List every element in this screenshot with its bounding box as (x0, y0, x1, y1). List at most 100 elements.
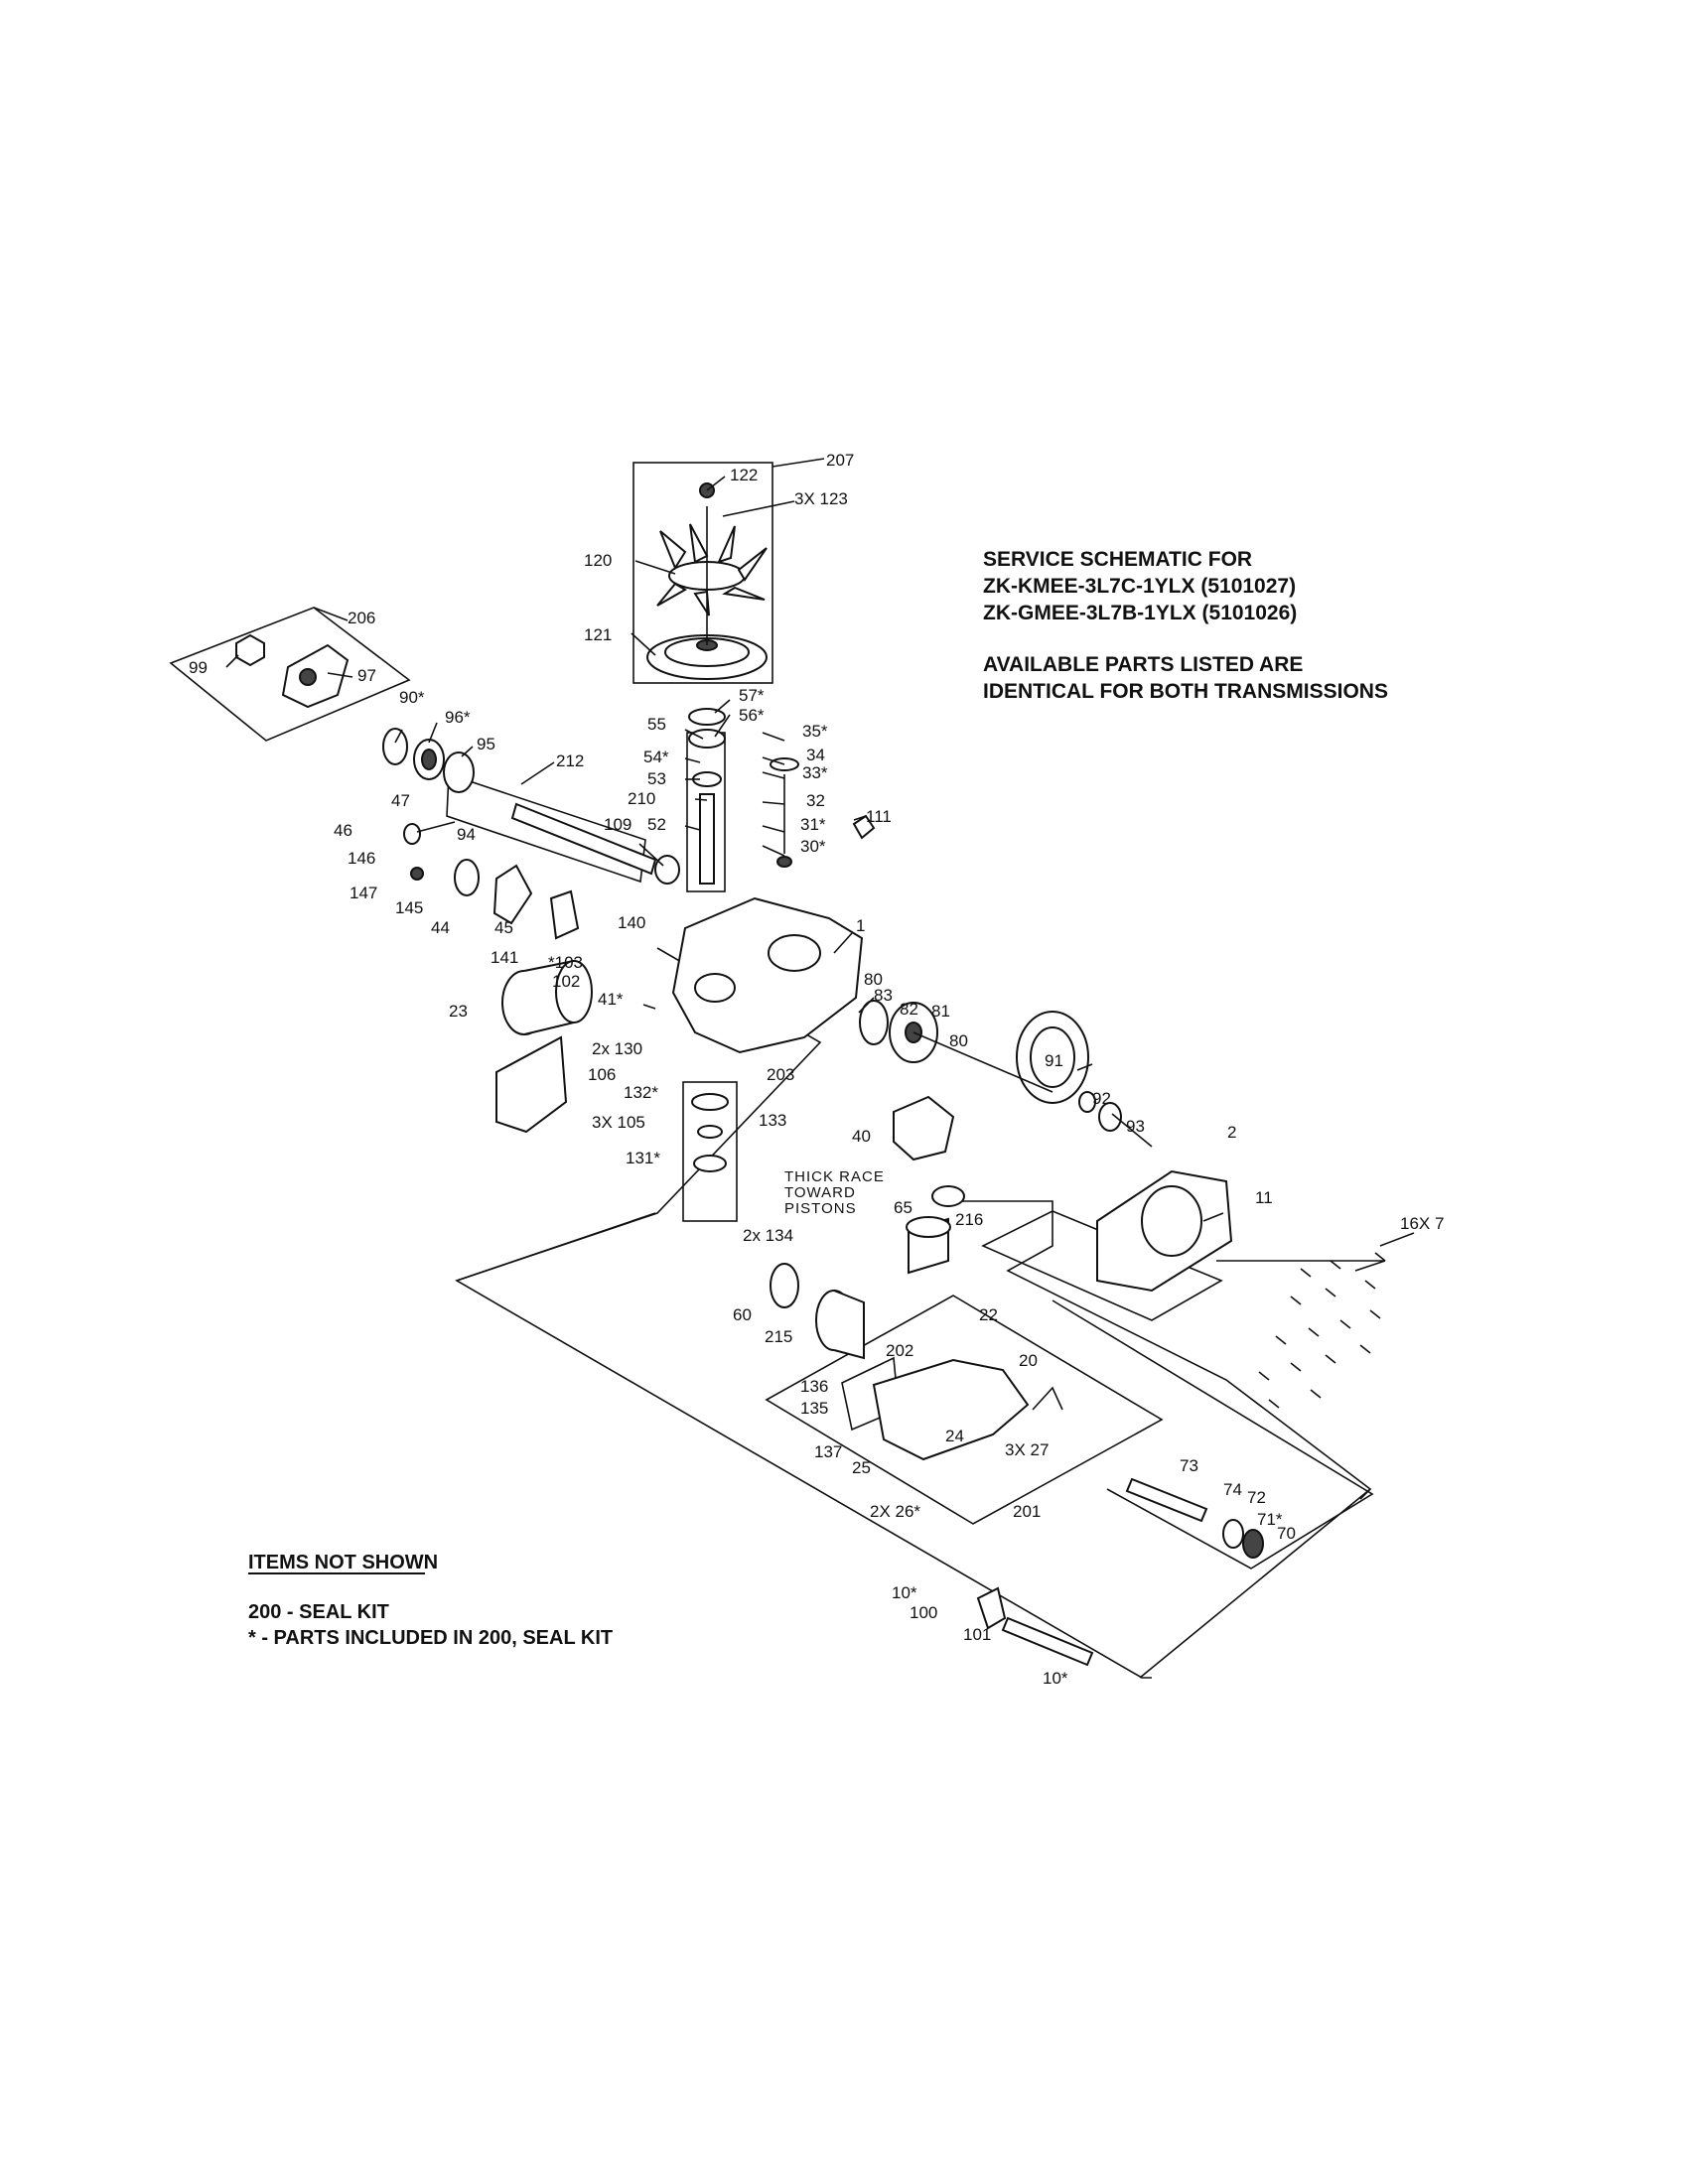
callout-20: 20 (1019, 1351, 1038, 1370)
kit-207-box (632, 462, 773, 684)
kit-206-box (169, 607, 411, 742)
hub-97-center (299, 668, 317, 686)
callout-141: 141 (491, 948, 518, 967)
washer-57 (688, 708, 726, 726)
callout-46: 46 (334, 821, 352, 840)
housing-1-bore (768, 934, 821, 972)
callout-53: 53 (647, 769, 666, 788)
title-line-1: SERVICE SCHEMATIC FOR (983, 548, 1252, 571)
housing-1 (671, 896, 864, 1054)
callout-57: 57* (739, 686, 765, 705)
callout-45: 45 (494, 918, 513, 937)
callout-140: 140 (618, 913, 645, 932)
shaft-101 (1001, 1616, 1094, 1667)
callout-52: 52 (647, 815, 666, 834)
seal-131 (693, 1155, 727, 1172)
callout-10a: 10* (892, 1583, 917, 1602)
thick-race-line-3: PISTONS (784, 1200, 857, 1217)
callout-47: 47 (391, 791, 410, 810)
cover-group-box (981, 1210, 1223, 1321)
callout-72: 72 (1247, 1488, 1266, 1507)
axle-73-outline (1052, 1299, 1374, 1570)
callout-133: 133 (759, 1111, 786, 1130)
callout-91: 91 (1045, 1051, 1063, 1070)
kit-203-box (682, 1081, 738, 1222)
callout-73: 73 (1180, 1456, 1198, 1475)
bearing-95 (443, 751, 475, 793)
items-not-shown-heading: ITEMS NOT SHOWN (248, 1552, 438, 1573)
callout-109: 109 (604, 815, 632, 834)
bracket-44 (492, 864, 533, 925)
center-section-20 (872, 1358, 1030, 1461)
callout-101: 101 (963, 1625, 991, 1644)
filter-23-cap (555, 960, 593, 1024)
callout-25: 25 (852, 1458, 871, 1477)
title-line-3: ZK-GMEE-3L7B-1YLX (5101026) (983, 602, 1297, 624)
callout-11: 11 (1255, 1188, 1273, 1207)
thick-race-note: THICK RACE TOWARD PISTONS (784, 1168, 884, 1217)
gear-83 (859, 1000, 889, 1045)
items-not-shown-block: ITEMS NOT SHOWN 200 - SEAL KIT * - PARTS… (248, 1552, 613, 1649)
callout-123: 3X 123 (794, 489, 848, 508)
callout-74: 74 (1223, 1480, 1242, 1499)
callout-111: 111 (866, 807, 892, 826)
callout-93: 93 (1126, 1117, 1145, 1136)
callout-130: 2x 130 (592, 1039, 642, 1058)
ring-90 (382, 728, 408, 765)
seal-kit-line: 200 - SEAL KIT (248, 1601, 389, 1623)
washer-56 (688, 729, 726, 749)
block-40 (893, 1095, 955, 1161)
callout-26: 2X 26* (870, 1502, 920, 1521)
bolt-field-7 (1258, 1252, 1386, 1409)
callout-90: 90* (399, 688, 425, 707)
callout-34: 34 (806, 746, 825, 764)
washer-146 (403, 823, 421, 845)
callout-210: 210 (628, 789, 655, 808)
seal-96-inner (421, 749, 437, 770)
callout-215: 215 (765, 1327, 792, 1346)
callout-33: 33* (802, 763, 828, 782)
callout-120: 120 (584, 551, 612, 570)
washer-92 (1078, 1091, 1096, 1113)
housing-outline-join (456, 1212, 656, 1282)
callout-54: 54* (643, 748, 669, 766)
callout-147: 147 (350, 884, 377, 902)
callout-1: 1 (856, 916, 865, 935)
callout-labels: 207 122 3X 123 120 121 206 99 97 90* 96*… (189, 451, 1444, 1688)
callout-2: 2 (1227, 1123, 1236, 1142)
callout-35: 35* (802, 722, 828, 741)
ring-133 (697, 1125, 723, 1139)
callout-95: 95 (477, 735, 495, 753)
oring-132 (691, 1093, 729, 1111)
callout-137: 137 (814, 1442, 842, 1461)
callout-201: 201 (1013, 1502, 1041, 1521)
callout-80a: 80 (864, 970, 883, 989)
bearing-60 (770, 1263, 799, 1308)
seal-kit-parts-line: * - PARTS INCLUDED IN 200, SEAL KIT (248, 1627, 613, 1649)
callout-99: 99 (189, 658, 208, 677)
callout-97: 97 (357, 666, 376, 685)
callout-82: 82 (900, 1000, 918, 1019)
bushing-109 (654, 855, 680, 885)
fitting-111 (852, 814, 876, 840)
callout-41: 41* (598, 990, 624, 1009)
kit-201-box (765, 1295, 1164, 1525)
fan-120-blades (656, 523, 768, 616)
callout-96: 96* (445, 708, 471, 727)
block-216-top (906, 1216, 951, 1238)
plate-45 (549, 889, 580, 940)
callout-207: 207 (826, 451, 854, 470)
schematic-title-block: SERVICE SCHEMATIC FOR ZK-KMEE-3L7C-1YLX … (983, 548, 1388, 703)
callout-81: 81 (931, 1002, 950, 1021)
callout-65: 65 (894, 1198, 912, 1217)
leader-lines (225, 458, 1415, 1247)
note-line-2: IDENTICAL FOR BOTH TRANSMISSIONS (983, 680, 1388, 703)
callout-134: 2x 134 (743, 1226, 793, 1245)
gear-72 (1242, 1529, 1264, 1559)
callout-83: 83 (874, 986, 893, 1005)
callout-55: 55 (647, 715, 666, 734)
callout-32: 32 (806, 791, 825, 810)
callout-31: 31* (800, 815, 826, 834)
callout-102: 102 (552, 972, 580, 991)
